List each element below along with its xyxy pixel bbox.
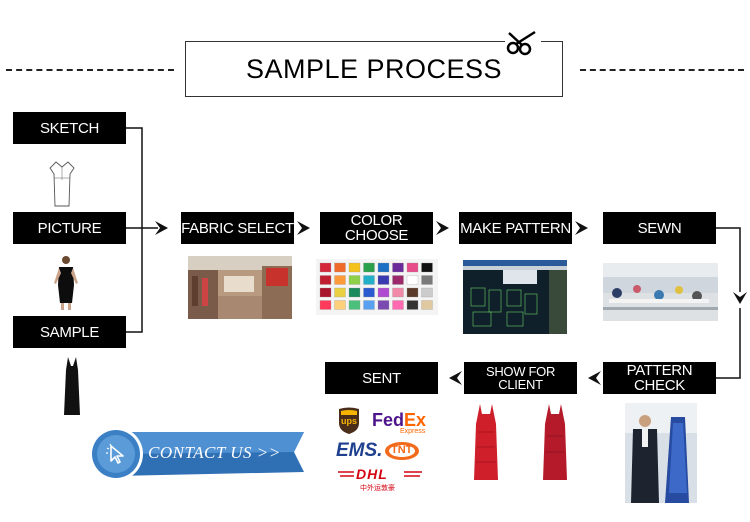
color-swatch <box>348 287 361 298</box>
dashed-rule-right <box>580 69 744 71</box>
contact-banner-shape <box>89 427 304 481</box>
color-swatch <box>319 262 332 273</box>
step-sample: SAMPLE <box>13 316 126 348</box>
fabric-market-photo <box>188 256 292 319</box>
color-swatch <box>348 275 361 285</box>
dashed-rule-left <box>6 69 174 71</box>
pattern-software-screenshot <box>463 260 567 334</box>
color-swatch <box>406 287 419 298</box>
picture-dress-image <box>54 256 78 310</box>
color-swatch <box>377 262 390 273</box>
color-swatch <box>421 262 433 273</box>
color-swatch <box>392 287 404 298</box>
color-swatch <box>363 300 375 310</box>
sample-dress-image <box>64 357 80 415</box>
color-swatch <box>377 300 390 310</box>
cursor-click-icon <box>106 443 124 464</box>
page-title: SAMPLE PROCESS <box>245 53 503 84</box>
dhl-logo-stripes <box>338 471 422 477</box>
color-swatch <box>334 275 346 285</box>
title-box: SAMPLE PROCESS <box>185 41 563 97</box>
color-swatch <box>363 262 375 273</box>
dhl-logo: DHL <box>356 466 388 482</box>
fedex-logo-ex: Ex <box>404 410 427 430</box>
color-swatch <box>392 262 404 273</box>
tnt-logo-text: TNT <box>391 444 413 456</box>
color-swatch <box>348 262 361 273</box>
color-swatch <box>392 275 404 285</box>
color-swatch <box>377 287 390 298</box>
color-swatch <box>319 287 332 298</box>
pattern-check-photo <box>625 403 697 503</box>
color-swatch <box>319 300 332 310</box>
ups-logo <box>339 407 359 434</box>
color-swatch <box>363 287 375 298</box>
step-picture: PICTURE <box>13 212 126 244</box>
color-swatch <box>406 262 419 273</box>
color-swatch <box>319 275 332 285</box>
step-color-choose: COLOR CHOOSE <box>320 212 433 244</box>
step-sewn: SEWN <box>603 212 716 244</box>
color-swatch <box>348 300 361 310</box>
client-dress-1-image <box>474 404 498 480</box>
color-swatch <box>334 262 346 273</box>
color-swatch <box>421 300 433 310</box>
step-sent: SENT <box>325 362 438 394</box>
fedex-logo-sub: Express <box>400 428 426 435</box>
contact-us-button[interactable]: CONTACT US >> <box>88 424 308 486</box>
step-fabric-select: FABRIC SELECT <box>181 212 294 244</box>
color-swatch <box>406 300 419 310</box>
client-dress-2-image <box>543 404 567 480</box>
contact-us-label: CONTACT US >> <box>148 443 281 462</box>
step-sketch: SKETCH <box>13 112 126 144</box>
tnt-logo-badge <box>385 442 419 460</box>
scissors-icon <box>505 28 541 56</box>
step-show-for-client: SHOW FOR CLIENT <box>464 362 577 394</box>
color-swatch <box>334 300 346 310</box>
sketch-image <box>49 161 75 207</box>
ups-logo-text: ups <box>341 416 358 426</box>
color-swatch <box>334 287 346 298</box>
color-swatch <box>363 275 375 285</box>
step-pattern-check: PATTERN CHECK <box>603 362 716 394</box>
color-swatch <box>421 287 433 298</box>
color-swatch <box>377 275 390 285</box>
sewing-workshop-photo <box>603 263 718 321</box>
color-swatch-card <box>316 259 438 315</box>
ems-logo: EMS. <box>336 440 383 461</box>
color-swatch <box>406 275 419 285</box>
dhl-logo-sub: 中外运敦豪 <box>360 485 395 492</box>
fedex-logo-fed: Fed <box>372 410 405 430</box>
color-swatch <box>421 275 433 285</box>
color-swatch <box>392 300 404 310</box>
step-make-pattern: MAKE PATTERN <box>459 212 572 244</box>
